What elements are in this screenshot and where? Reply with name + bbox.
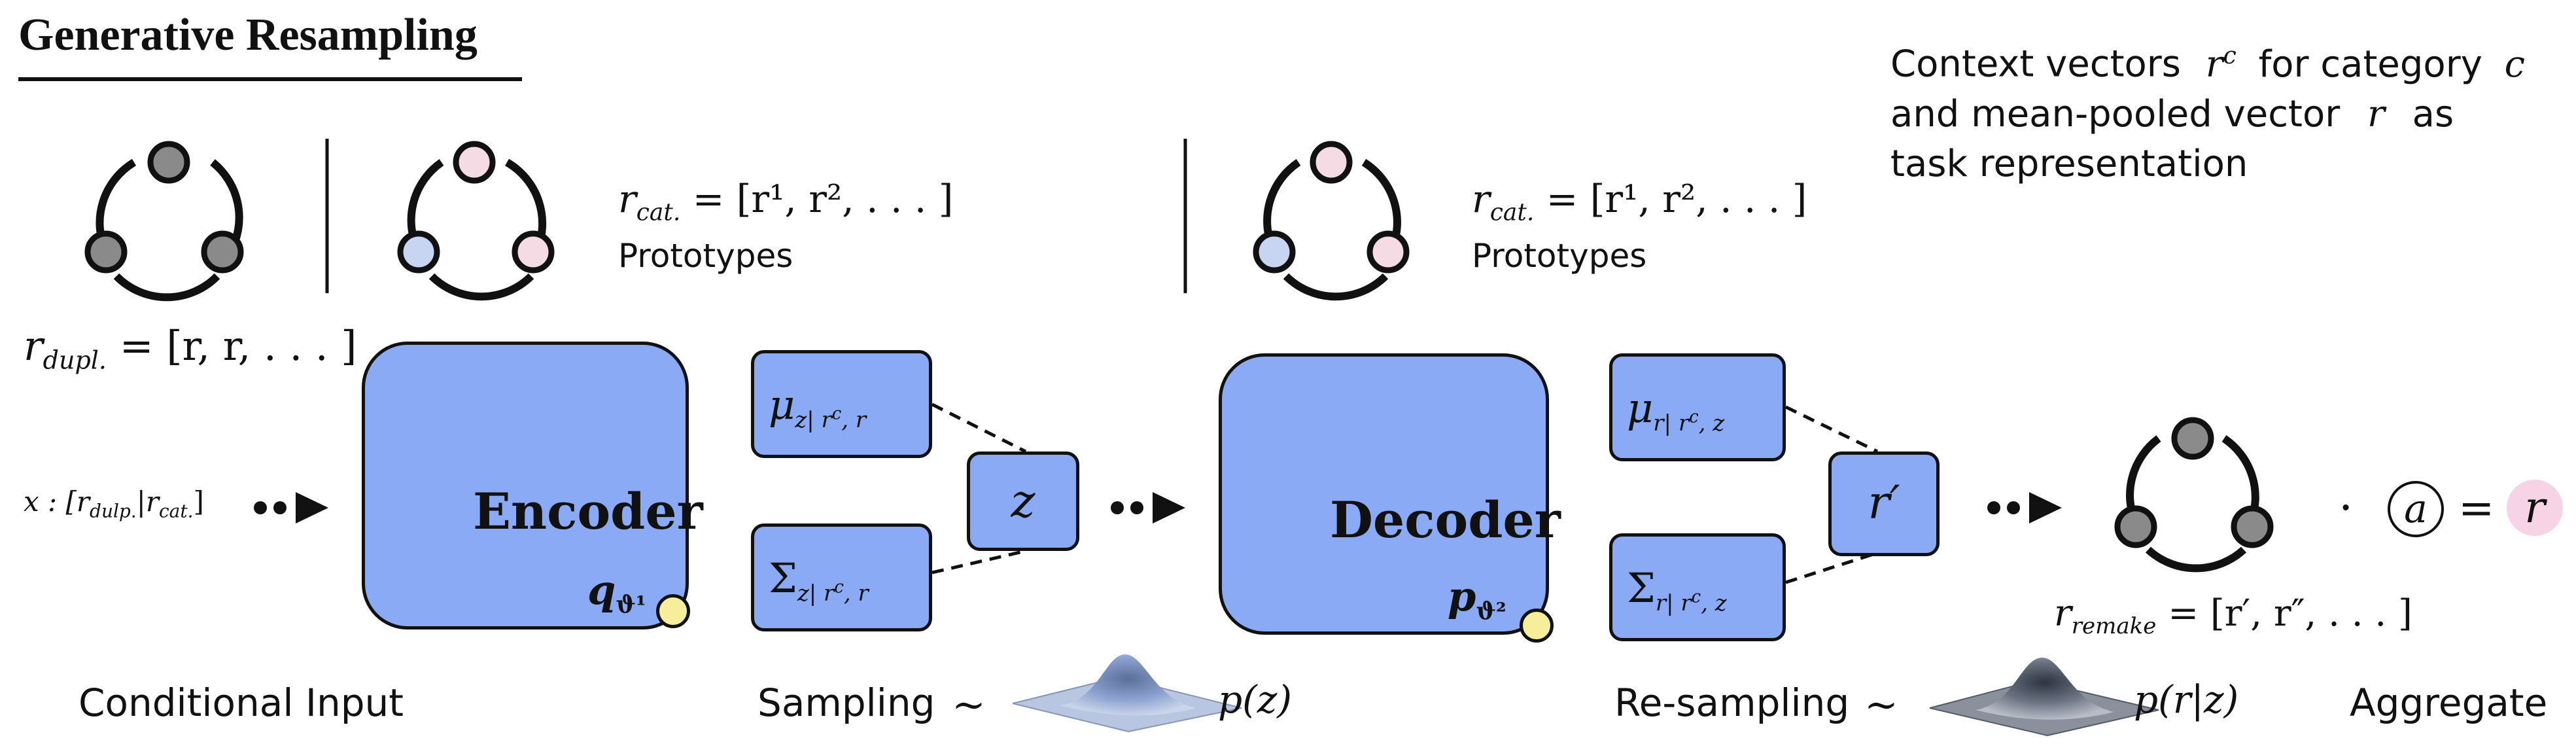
latent-dashed-connectors <box>931 402 1027 575</box>
recon-rprime-box: r′ <box>1828 452 1940 556</box>
label-resampling: Re-sampling <box>1614 681 1850 725</box>
encoder-label: Encoder <box>473 482 703 540</box>
label-prz: p(r|z) <box>2134 677 2239 722</box>
dupl-formula: rdupl. = [r, r, . . . ] <box>24 322 357 375</box>
arrow-rprime-to-remake <box>1987 492 2062 523</box>
recon-mu-label: μr| rc, z <box>1627 384 1725 437</box>
recon-dashed-connectors <box>1784 405 1879 584</box>
gaussian-prior-plot <box>1012 654 1242 733</box>
recon-rprime-label: r′ <box>1868 476 1900 529</box>
context-note: Context vectors rc for category c and me… <box>1890 31 2525 189</box>
latent-mu-label: μz| rc, r <box>769 381 867 434</box>
aggregate-operator-circle: a <box>2388 481 2444 537</box>
prototype-cycle-icon-gray <box>84 141 244 302</box>
aggregate-result-highlight: r <box>2507 480 2563 536</box>
aggregate-dot: · <box>2339 481 2354 535</box>
arrow-z-to-decoder <box>1111 492 1185 523</box>
recon-sigma-label: Σr| rc, z <box>1627 564 1727 617</box>
decoder-label: Decoder <box>1330 491 1561 549</box>
label-pz: p(z) <box>1218 677 1292 722</box>
diagram-title: Generative Resampling <box>18 10 478 60</box>
tilde-2: ∼ <box>1864 681 1898 728</box>
aggregate-r: r <box>2524 482 2545 533</box>
aggregate-a: a <box>2404 486 2428 532</box>
prototype-cycle-icon-colored-1 <box>397 141 555 301</box>
decoder-param: pϑ² <box>1448 573 1506 626</box>
remake-formula: rremake = [r′, r″, . . . ] <box>2054 592 2412 640</box>
encoder-block: Encoder qϑ¹ <box>362 342 703 629</box>
arrow-input-to-encoder <box>254 492 328 523</box>
remake-cycle-icon <box>2114 417 2274 573</box>
cat-formula-2: rcat. = [r¹, r², . . . ] <box>1472 177 1807 226</box>
latent-mu-box: μz| rc, r <box>751 350 932 458</box>
context-note-line1: Context vectors rc for category c <box>1890 43 2526 86</box>
tilde-1: ∼ <box>952 681 986 728</box>
encoder-param-dot <box>656 594 690 628</box>
x-input-formula: x : [rdulp.|rcat.] <box>24 486 204 522</box>
context-note-line3: task representation <box>1890 142 2248 185</box>
label-sampling: Sampling <box>757 681 935 725</box>
recon-mu-box: μr| rc, z <box>1609 353 1786 461</box>
recon-sigma-box: Σr| rc, z <box>1609 533 1786 641</box>
title-underline <box>18 77 522 81</box>
prototypes-label-2: Prototypes <box>1472 237 1647 275</box>
context-note-line2: and mean-pooled vector r as <box>1890 92 2454 135</box>
encoder-param: qϑ¹ <box>587 566 646 619</box>
latent-sigma-label: Σz| rc, r <box>769 554 869 607</box>
label-conditional-input: Conditional Input <box>78 681 404 725</box>
decoder-block: Decoder pϑ² <box>1219 353 1561 635</box>
aggregate-equals: = <box>2458 483 2495 533</box>
latent-z-label: z <box>1011 474 1036 528</box>
label-aggregate: Aggregate <box>2350 681 2548 725</box>
prototype-cycle-icon-colored-2 <box>1253 141 1410 301</box>
latent-sigma-box: Σz| rc, r <box>751 523 932 631</box>
prototypes-label-1: Prototypes <box>618 237 793 275</box>
gaussian-posterior-plot <box>1929 658 2159 737</box>
decoder-param-dot <box>1520 609 1554 643</box>
cat-formula-1: rcat. = [r¹, r², . . . ] <box>618 177 954 226</box>
latent-z-box: z <box>967 452 1079 551</box>
